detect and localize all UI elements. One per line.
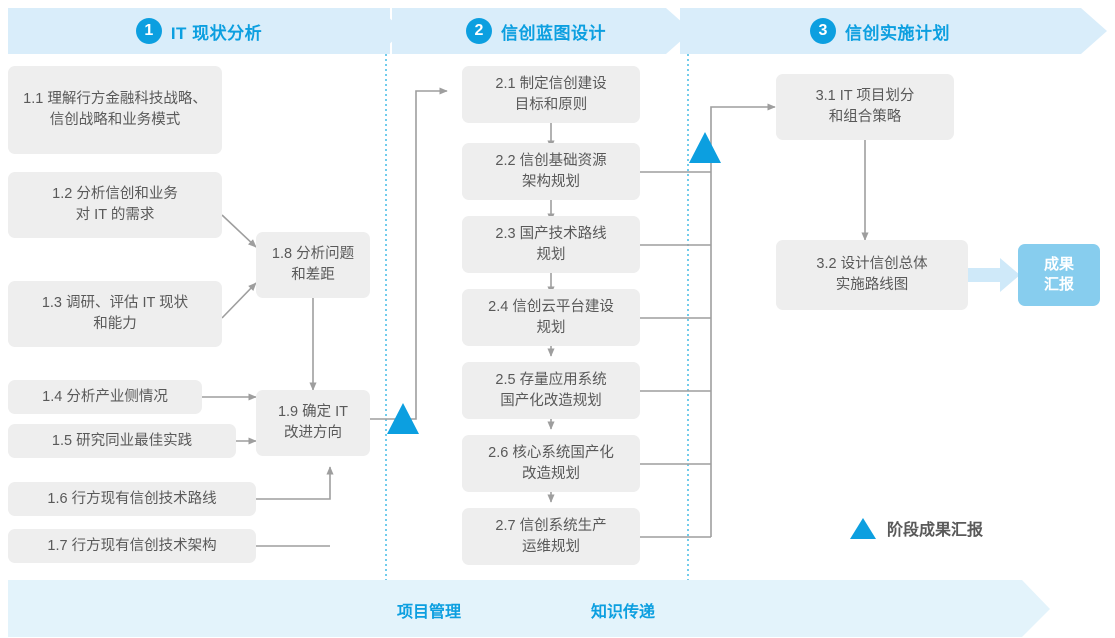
footer-label-project-management[interactable]: 项目管理 (397, 604, 462, 621)
task-box-1-5[interactable]: 1.5 研究同业最佳实践 (8, 424, 236, 458)
footer-band (8, 580, 1050, 637)
task-box-1-6[interactable]: 1.6 行方现有信创技术路线 (8, 482, 256, 516)
task-box-1-4[interactable]: 1.4 分析产业侧情况 (8, 380, 202, 414)
phase-band-1[interactable]: 1 IT 现状分析 (8, 8, 390, 54)
task-box-1-3[interactable]: 1.3 调研、评估 IT 现状 和能力 (8, 281, 222, 347)
footer-label-knowledge-transfer[interactable]: 知识传递 (591, 604, 656, 621)
task-box-1-8[interactable]: 1.8 分析问题 和差距 (256, 232, 370, 298)
legend-label: 阶段成果汇报 (887, 522, 984, 539)
task-box-1-1[interactable]: 1.1 理解行方金融科技战略、 信创战略和业务模式 (8, 66, 222, 154)
deliverable-arrow (968, 258, 1020, 292)
stage-deliverable-marker-2 (689, 132, 721, 163)
task-box-2-6[interactable]: 2.6 核心系统国产化 改造规划 (462, 435, 640, 492)
task-box-1-7[interactable]: 1.7 行方现有信创技术架构 (8, 529, 256, 563)
phase-band-2[interactable]: 2 信创蓝图设计 (392, 8, 680, 54)
task-box-3-2[interactable]: 3.2 设计信创总体 实施路线图 (776, 240, 968, 310)
stage-deliverable-marker-1 (387, 403, 419, 434)
task-box-1-2[interactable]: 1.2 分析信创和业务 对 IT 的需求 (8, 172, 222, 238)
stage-deliverable-triangle-icon (850, 517, 876, 539)
task-box-2-3[interactable]: 2.3 国产技术路线 规划 (462, 216, 640, 273)
task-box-2-2[interactable]: 2.2 信创基础资源 架构规划 (462, 143, 640, 200)
phase-title-3: 信创实施计划 (845, 23, 950, 43)
phase-title-1: IT 现状分析 (170, 23, 263, 43)
phase-number-2: 2 (466, 18, 492, 44)
task-box-2-5[interactable]: 2.5 存量应用系统 国产化改造规划 (462, 362, 640, 419)
phase-number-1: 1 (135, 18, 162, 44)
phase-band-3[interactable]: 3 信创实施计划 (680, 8, 1080, 54)
legend: 阶段成果汇报 (850, 516, 983, 540)
task-box-2-1[interactable]: 2.1 制定信创建设 目标和原则 (462, 66, 640, 123)
task-box-2-4[interactable]: 2.4 信创云平台建设 规划 (462, 289, 640, 346)
deliverable-badge[interactable]: 成果 汇报 (1018, 244, 1100, 306)
phase-title-2: 信创蓝图设计 (501, 23, 606, 43)
phase-number-3: 3 (810, 18, 836, 44)
task-box-1-9[interactable]: 1.9 确定 IT 改进方向 (256, 390, 370, 456)
task-box-2-7[interactable]: 2.7 信创系统生产 运维规划 (462, 508, 640, 565)
task-box-3-1[interactable]: 3.1 IT 项目划分 和组合策略 (776, 74, 954, 140)
